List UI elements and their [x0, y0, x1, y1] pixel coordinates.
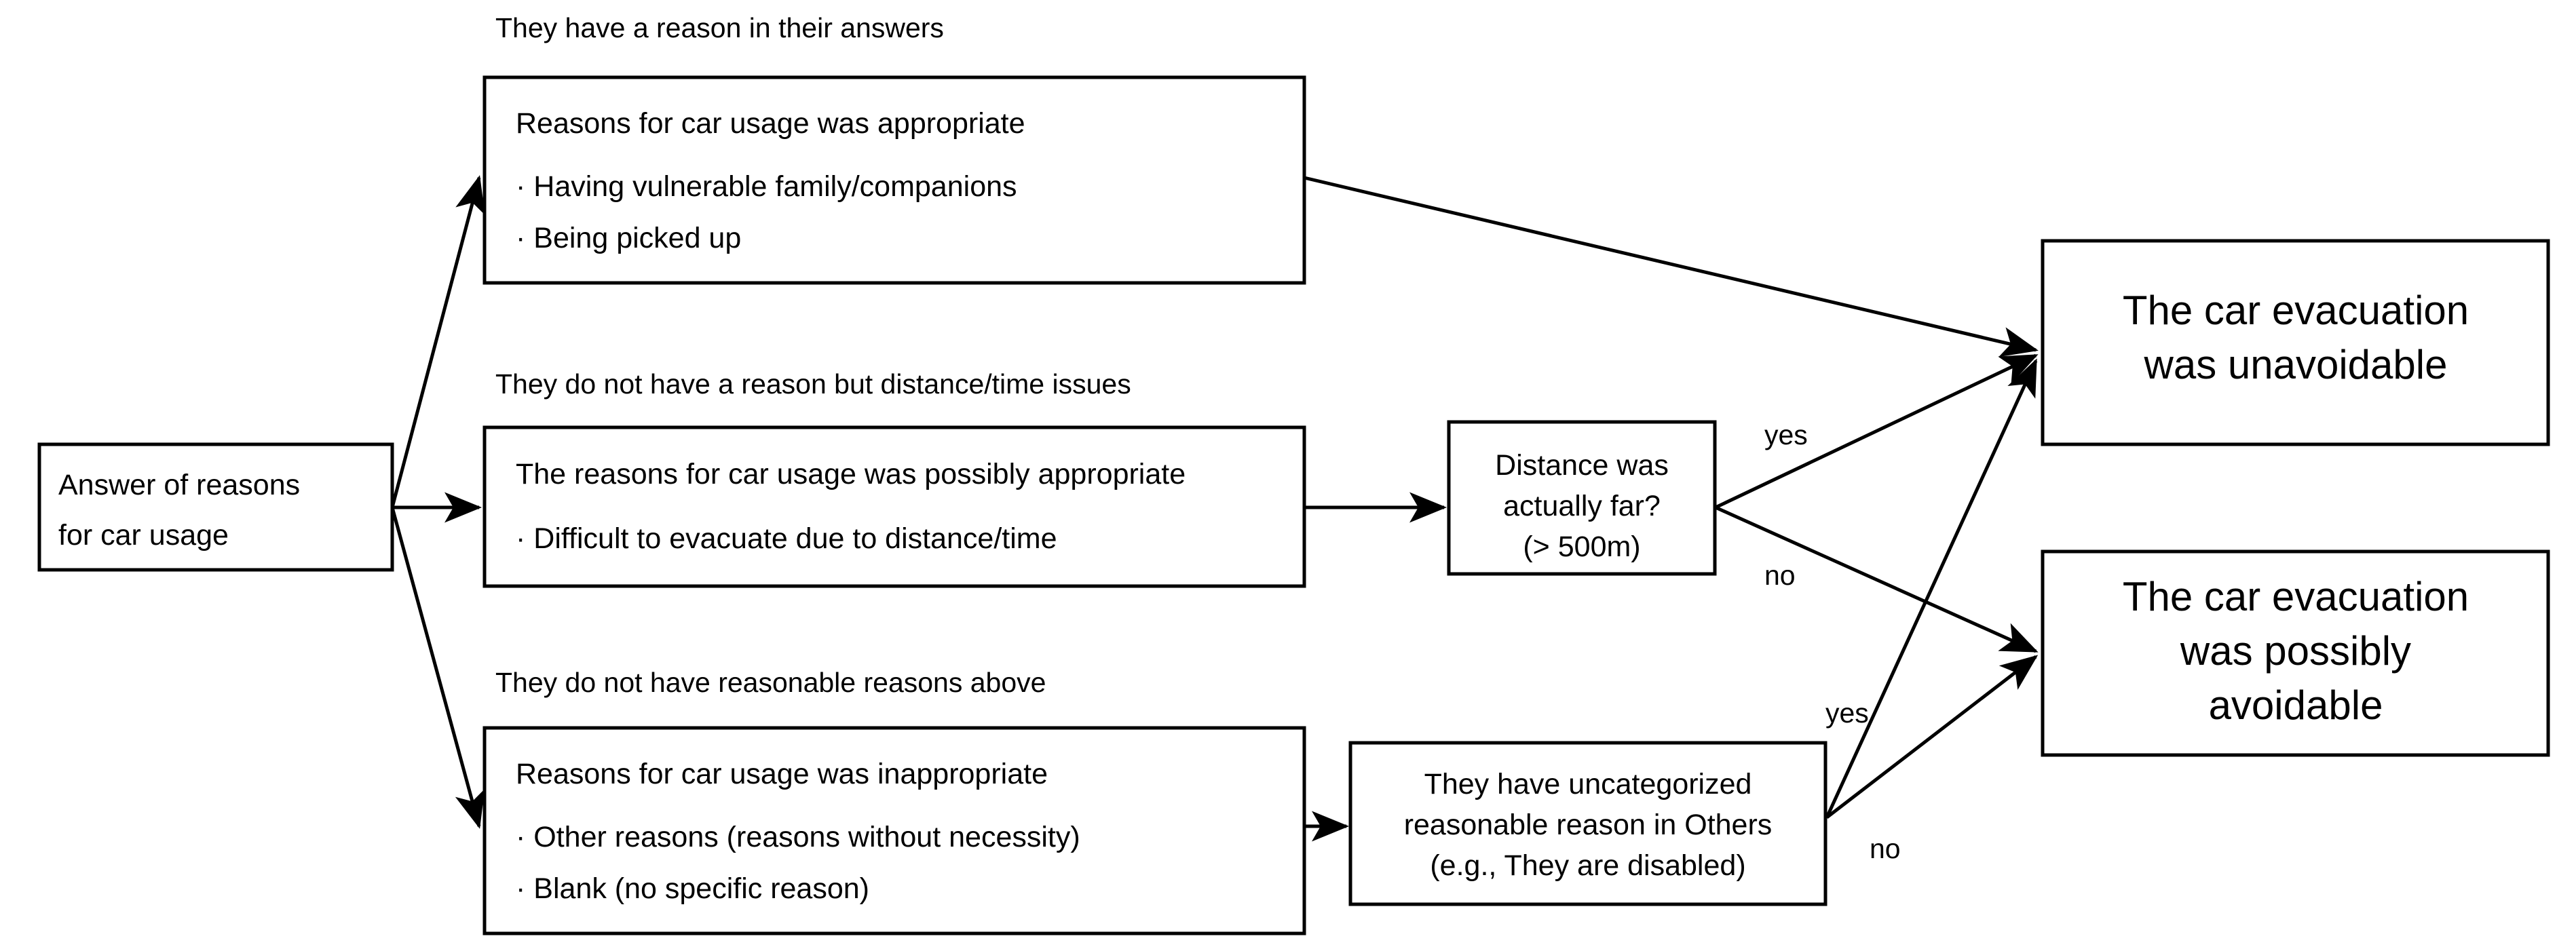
node-decision-others[interactable]: They have uncategorized reasonable reaso… — [1348, 697, 1901, 906]
possibly-avoidable-line-3: avoidable — [2209, 682, 2383, 728]
appropriate-bullet-1: · Having vulnerable family/companions — [516, 170, 1017, 203]
appropriate-box-title: Reasons for car usage was appropriate — [516, 107, 1025, 140]
group-label-appropriate: They have a reason in their answers — [495, 12, 944, 43]
edge-distance-no-to-possibly-avoidable — [1714, 505, 2039, 653]
possibly-avoidable-box[interactable] — [2041, 549, 2550, 757]
unavoidable-line-2: was unavoidable — [2144, 342, 2448, 387]
edge-source-to-appropriate — [390, 175, 485, 508]
edge-distance-yes-to-unavoidable — [1714, 353, 2039, 509]
node-outcome-possibly-avoidable[interactable]: The car evacuation was possibly avoidabl… — [2041, 549, 2550, 757]
node-source[interactable]: Answer of reasons for car usage — [37, 442, 394, 572]
group-label-inappropriate: They do not have reasonable reasons abov… — [495, 667, 1046, 698]
possibly-appropriate-box-title: The reasons for car usage was possibly a… — [516, 458, 1186, 490]
distance-line-3: (> 500m) — [1523, 530, 1640, 563]
distance-decision-box[interactable] — [1447, 420, 1717, 576]
inappropriate-box-title: Reasons for car usage was inappropriate — [516, 758, 1048, 790]
distance-line-2: actually far? — [1503, 490, 1661, 522]
possibly-appropriate-box[interactable] — [482, 425, 1306, 588]
node-branch-possibly-appropriate[interactable]: They do not have a reason but distance/t… — [482, 368, 1306, 588]
group-label-possibly-appropriate: They do not have a reason but distance/t… — [495, 368, 1131, 400]
others-line-3: (e.g., They are disabled) — [1430, 849, 1745, 882]
edge-source-to-inappropriate — [390, 507, 485, 829]
possibly-avoidable-line-2: was possibly — [2180, 628, 2411, 674]
inappropriate-bullet-2: · Blank (no specific reason) — [516, 872, 869, 905]
node-decision-distance[interactable]: Distance was actually far? (> 500m) yes … — [1447, 419, 1808, 591]
possibly-appropriate-bullet-1: · Difficult to evacuate due to distance/… — [516, 522, 1057, 555]
unavoidable-box[interactable] — [2041, 239, 2550, 446]
possibly-avoidable-line-1: The car evacuation — [2123, 574, 2469, 619]
node-branch-inappropriate[interactable]: They do not have reasonable reasons abov… — [482, 667, 1306, 935]
node-branch-appropriate[interactable]: They have a reason in their answers Reas… — [482, 12, 1306, 285]
appropriate-bullet-2: · Being picked up — [516, 222, 741, 254]
distance-no-label: no — [1764, 560, 1796, 591]
edge-others-no-to-possibly-avoidable — [1825, 655, 2039, 819]
source-line-2: for car usage — [58, 519, 229, 552]
edge-others-yes-to-unavoidable — [1825, 358, 2038, 819]
others-line-2: reasonable reason in Others — [1404, 809, 1773, 841]
source-box[interactable] — [37, 442, 394, 572]
appropriate-box[interactable] — [482, 75, 1306, 285]
edges-layer — [390, 175, 2039, 842]
node-outcome-unavoidable[interactable]: The car evacuation was unavoidable — [2041, 239, 2550, 446]
others-decision-box[interactable] — [1348, 741, 1827, 906]
unavoidable-line-1: The car evacuation — [2123, 288, 2469, 333]
distance-yes-label: yes — [1764, 419, 1808, 450]
others-line-1: They have uncategorized — [1424, 768, 1752, 800]
inappropriate-bullet-1: · Other reasons (reasons without necessi… — [516, 821, 1080, 853]
distance-line-1: Distance was — [1495, 449, 1669, 482]
source-line-1: Answer of reasons — [58, 469, 300, 501]
edge-appropriate-to-unavoidable — [1304, 176, 2039, 357]
inappropriate-box[interactable] — [482, 726, 1306, 935]
others-no-label: no — [1870, 833, 1901, 864]
others-yes-label: yes — [1825, 697, 1869, 729]
